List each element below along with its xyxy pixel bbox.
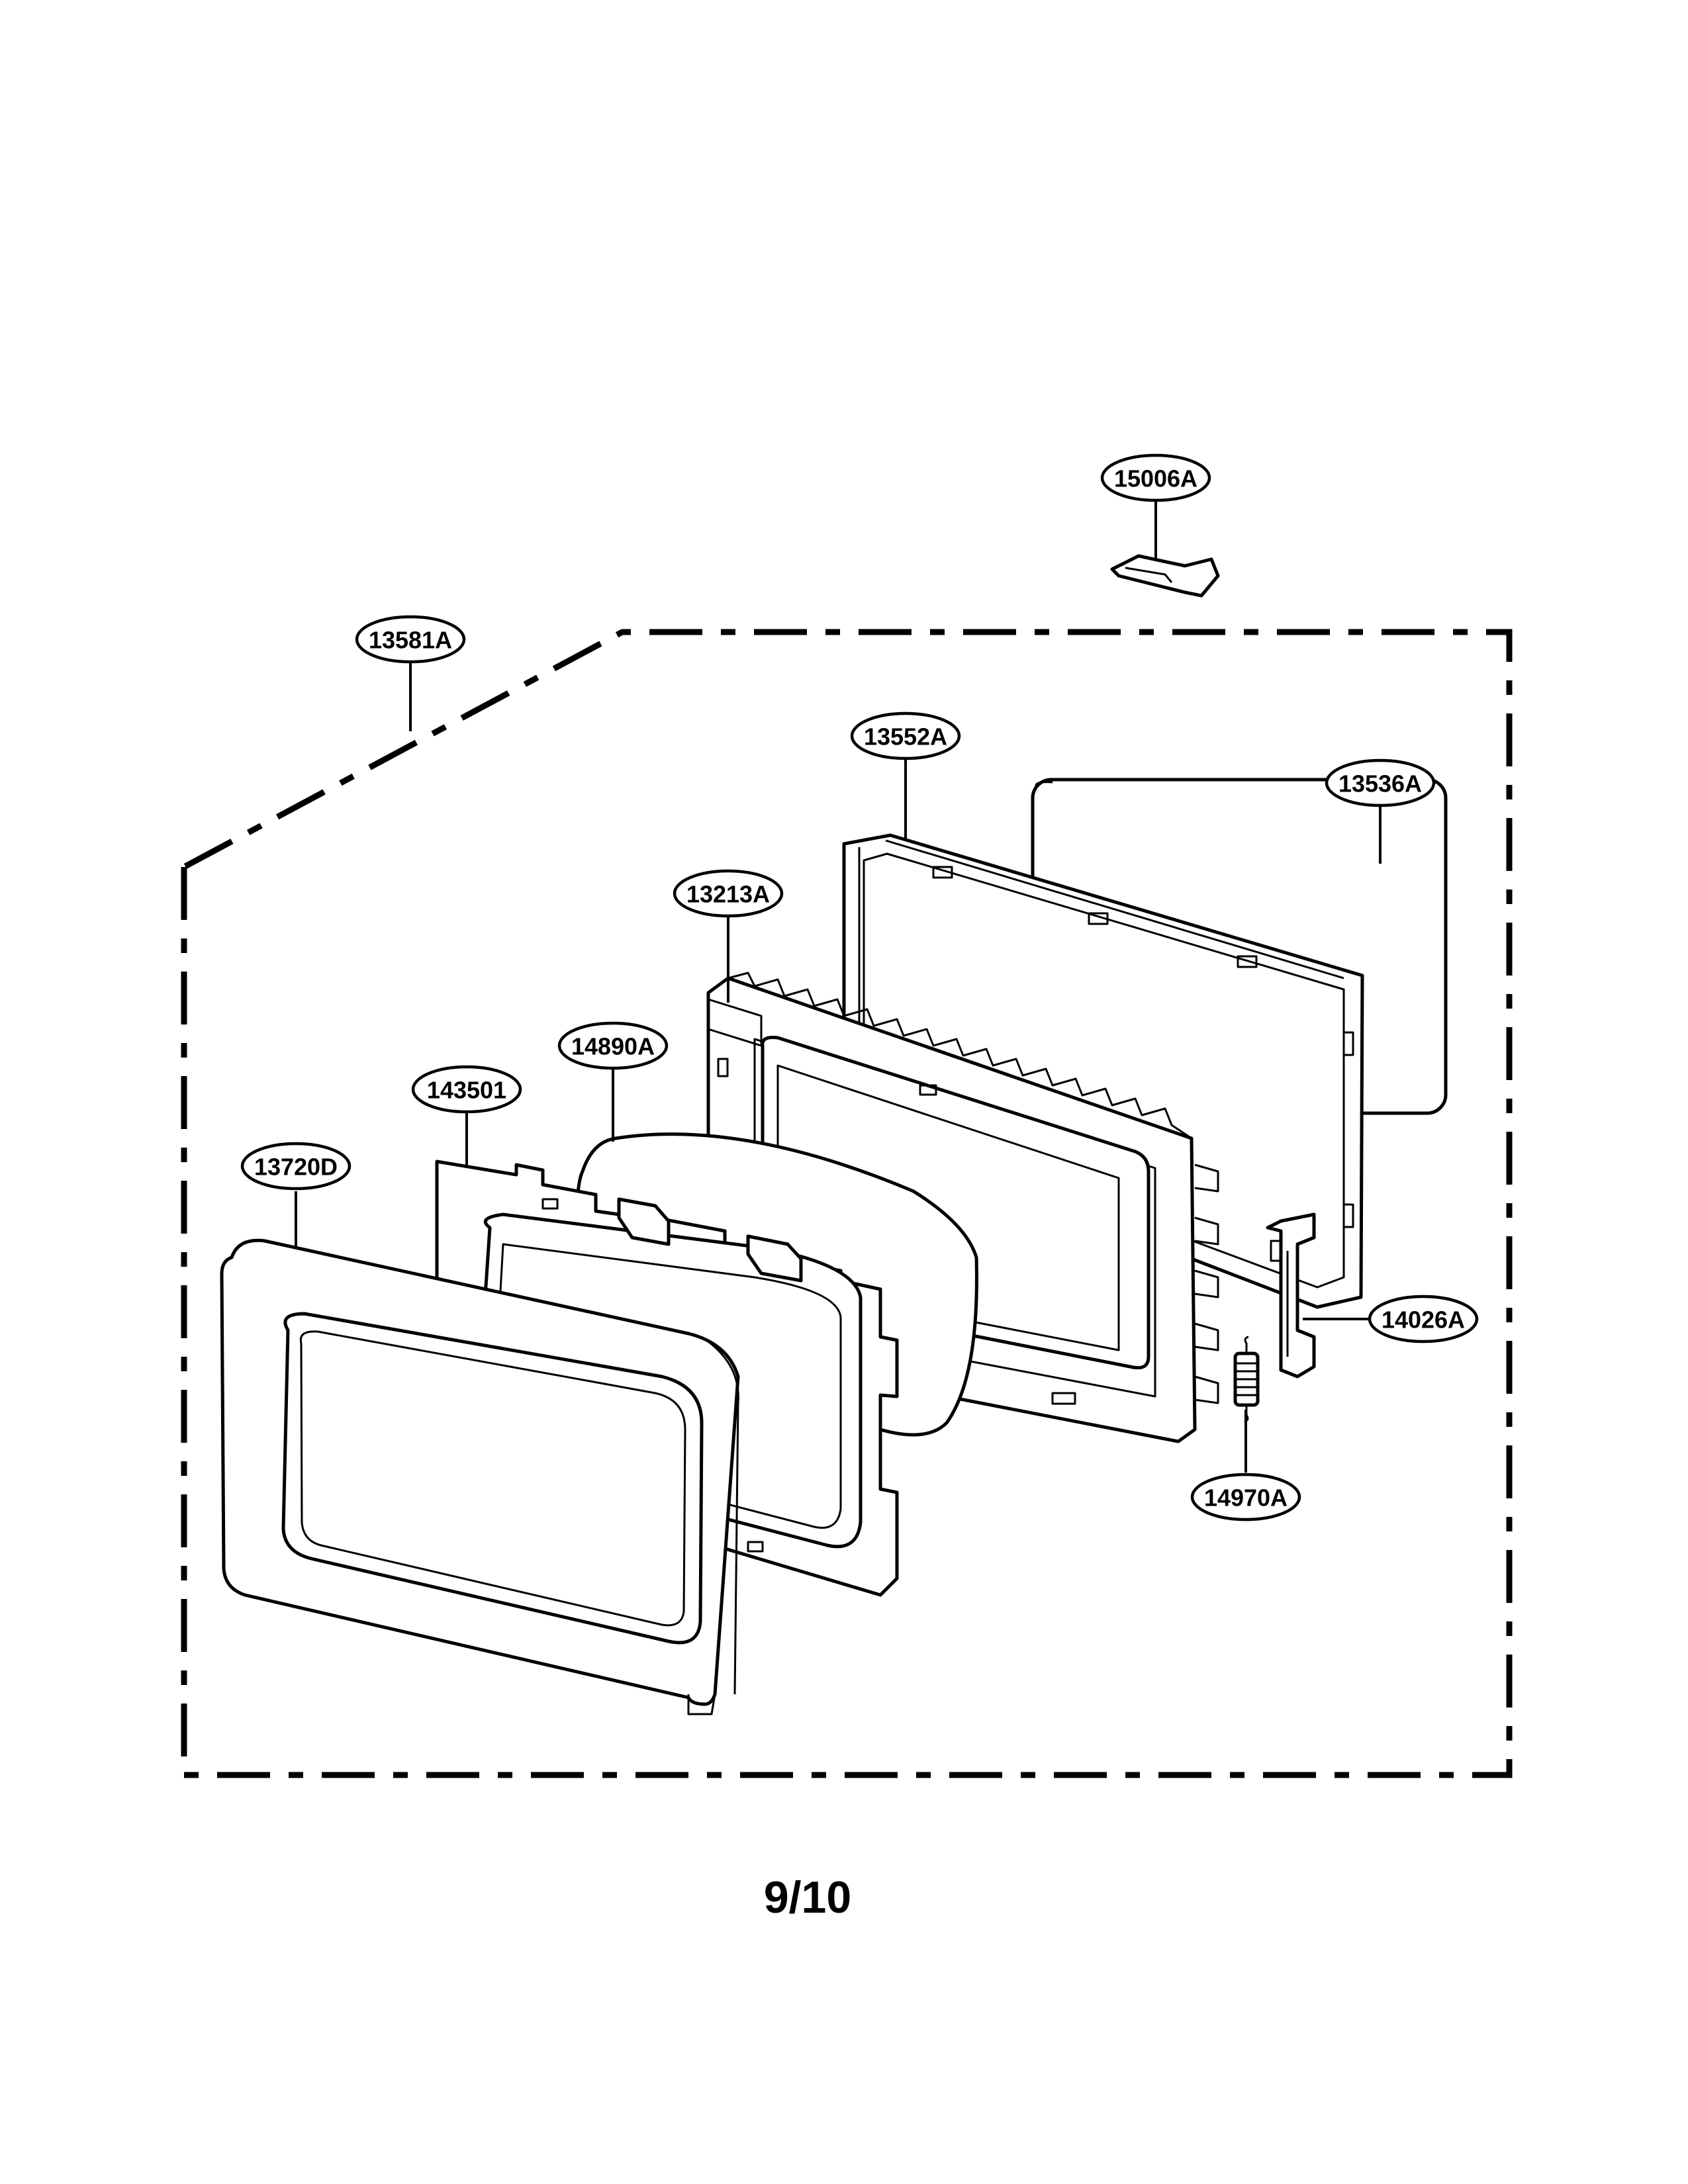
callout-label: 13581A xyxy=(369,627,452,654)
part-13720D-front-door xyxy=(220,1238,740,1715)
callout-14890A: 14890A xyxy=(557,1021,669,1070)
leader-lines xyxy=(295,500,1382,1473)
callout-13536A: 13536A xyxy=(1325,758,1436,807)
callout-15006A: 15006A xyxy=(1100,453,1211,502)
callout-label: 14970A xyxy=(1204,1484,1288,1512)
callout-label: 15006A xyxy=(1114,465,1197,492)
part-13552A-frame xyxy=(842,833,1364,1309)
callout-13213A: 13213A xyxy=(673,869,784,918)
callout-13552A: 13552A xyxy=(850,711,961,760)
callout-13581A: 13581A xyxy=(355,615,466,664)
callout-14026A: 14026A xyxy=(1368,1295,1479,1343)
part-15006A-bracket xyxy=(1110,554,1220,598)
callout-label: 14890A xyxy=(571,1033,655,1060)
callout-143501: 143501 xyxy=(411,1065,522,1114)
callout-label: 143501 xyxy=(427,1077,506,1104)
callout-label: 13536A xyxy=(1338,770,1422,797)
callout-14970A: 14970A xyxy=(1190,1473,1301,1522)
callout-label: 14026A xyxy=(1382,1306,1465,1334)
callout-label: 13552A xyxy=(864,723,947,751)
page-number: 9/10 xyxy=(764,1872,851,1923)
callout-label: 13720D xyxy=(254,1154,338,1181)
part-14026A-latch xyxy=(1266,1212,1316,1379)
assembly-boundary xyxy=(181,629,1513,1778)
callout-label: 13213A xyxy=(686,881,770,908)
callout-13720D: 13720D xyxy=(240,1142,352,1191)
part-14970A-spring xyxy=(1233,1336,1260,1423)
